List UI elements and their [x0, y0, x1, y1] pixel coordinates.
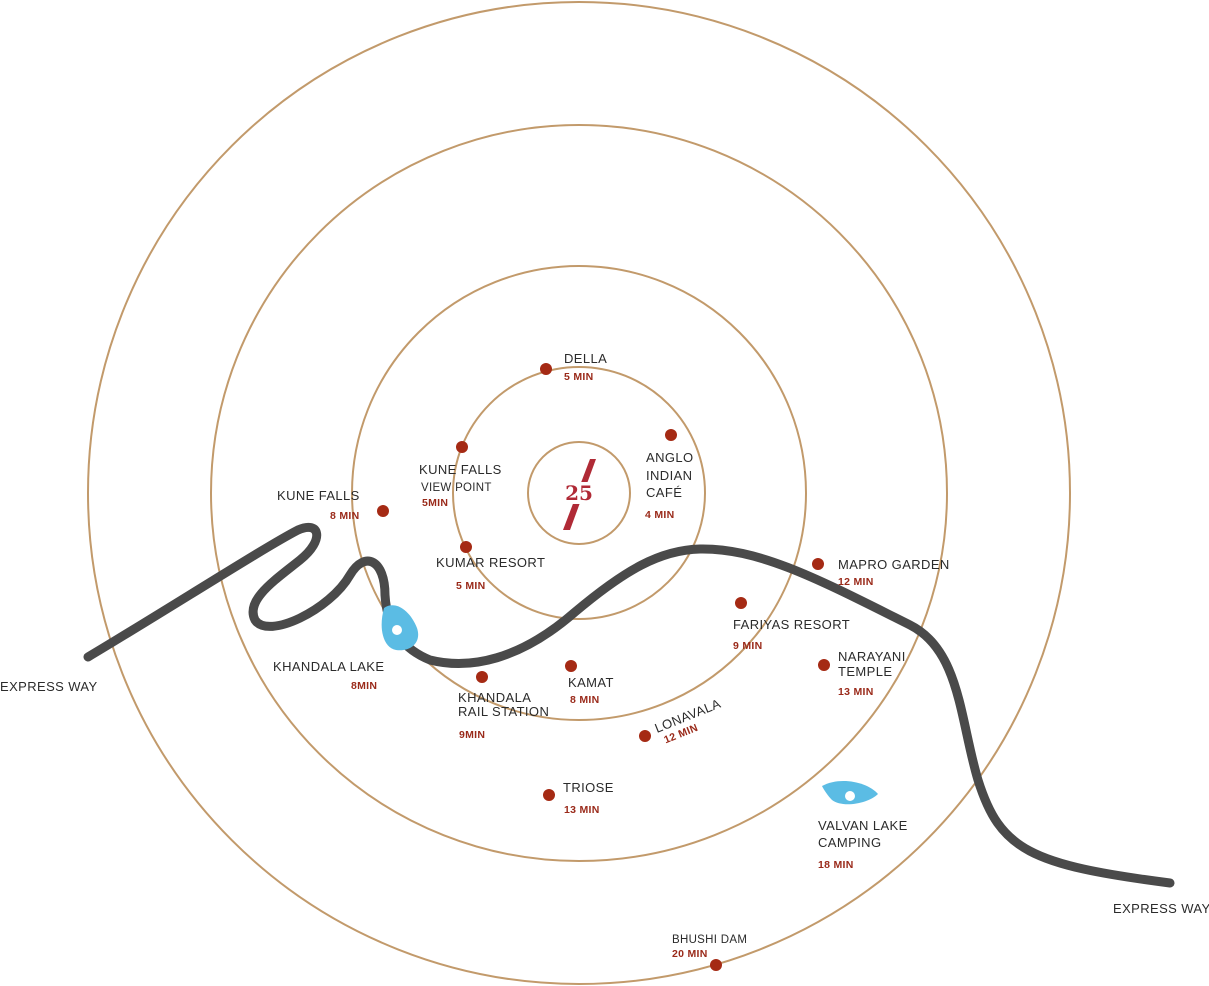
khandala-lake-marker [381, 605, 419, 651]
kamat-label: KAMAT [568, 675, 614, 690]
ring-3 [351, 265, 807, 721]
valvan-lake-marker [822, 780, 878, 805]
kune-falls-label: KUNE FALLS [277, 488, 360, 503]
bhushi-dot[interactable] [710, 959, 722, 971]
triose-dot[interactable] [543, 789, 555, 801]
kune-view-label: KUNE FALLS [419, 462, 502, 477]
logo-number: 25 [565, 481, 593, 505]
mapro-dot[interactable] [812, 558, 824, 570]
anglo-label-line3: CAFÉ [646, 485, 682, 500]
mapro-label: MAPRO GARDEN [838, 557, 950, 572]
distance-rings [87, 1, 1071, 985]
narayani-label-line2: TEMPLE [838, 664, 892, 679]
ring-2 [452, 366, 706, 620]
lonavala-dot[interactable] [639, 730, 651, 742]
kumar-dot[interactable] [460, 541, 472, 553]
bhushi-label: BHUSHI DAM [672, 934, 747, 946]
fariyas-time: 9 MIN [733, 640, 763, 652]
kumar-label: KUMAR RESORT [436, 555, 545, 570]
expressway-label-right: EXPRESS WAY [1113, 901, 1209, 916]
center-logo: 25 [562, 459, 598, 530]
anglo-time: 4 MIN [645, 509, 675, 521]
khandala-rail-label-line2: RAIL STATION [458, 704, 549, 719]
kune-falls-dot[interactable] [377, 505, 389, 517]
khandala-lake-time: 8MIN [351, 680, 377, 692]
ring-inner [527, 441, 631, 545]
kune-falls-time: 8 MIN [330, 510, 360, 522]
della-time: 5 MIN [564, 371, 594, 383]
della-label: DELLA [564, 351, 607, 366]
narayani-dot[interactable] [818, 659, 830, 671]
khandala-rail-dot[interactable] [476, 671, 488, 683]
kumar-time: 5 MIN [456, 580, 486, 592]
narayani-time: 13 MIN [838, 686, 874, 698]
khandala-rail-time: 9MIN [459, 729, 485, 741]
triose-time: 13 MIN [564, 804, 600, 816]
kune-view-dot[interactable] [456, 441, 468, 453]
fariyas-label: FARIYAS RESORT [733, 617, 850, 632]
ring-4 [210, 124, 948, 862]
anglo-dot[interactable] [665, 429, 677, 441]
narayani-label-line1: NARAYANI [838, 649, 906, 664]
expressway-road [83, 522, 1175, 888]
lake-center-dot [392, 625, 402, 635]
expressway-label-left: EXPRESS WAY [0, 679, 98, 694]
triose-label: TRIOSE [563, 780, 614, 795]
logo-backdrop [562, 482, 598, 504]
della-dot[interactable] [540, 363, 552, 375]
bhushi-time: 20 MIN [672, 948, 708, 960]
kune-view-sublabel: VIEW POINT [421, 482, 492, 494]
anglo-label-line1: ANGLO [646, 450, 694, 465]
ring-outer [87, 1, 1071, 985]
anglo-label-line2: INDIAN [646, 468, 692, 483]
kamat-dot[interactable] [565, 660, 577, 672]
valvan-label-line2: CAMPING [818, 835, 881, 850]
khandala-rail-label-line1: KHANDALA [458, 690, 531, 705]
place-labels: DELLA 5 MIN ANGLO INDIAN CAFÉ 4 MIN KUNE… [0, 351, 1209, 960]
lake-center-dot [845, 791, 855, 801]
fariyas-dot[interactable] [735, 597, 747, 609]
valvan-time: 18 MIN [818, 859, 854, 871]
khandala-lake-label: KHANDALA LAKE [273, 659, 384, 674]
mapro-time: 12 MIN [838, 576, 874, 588]
kamat-time: 8 MIN [570, 694, 600, 706]
valvan-label-line1: VALVAN LAKE [818, 818, 908, 833]
kune-view-time: 5MIN [422, 497, 448, 509]
place-dots [377, 363, 830, 971]
